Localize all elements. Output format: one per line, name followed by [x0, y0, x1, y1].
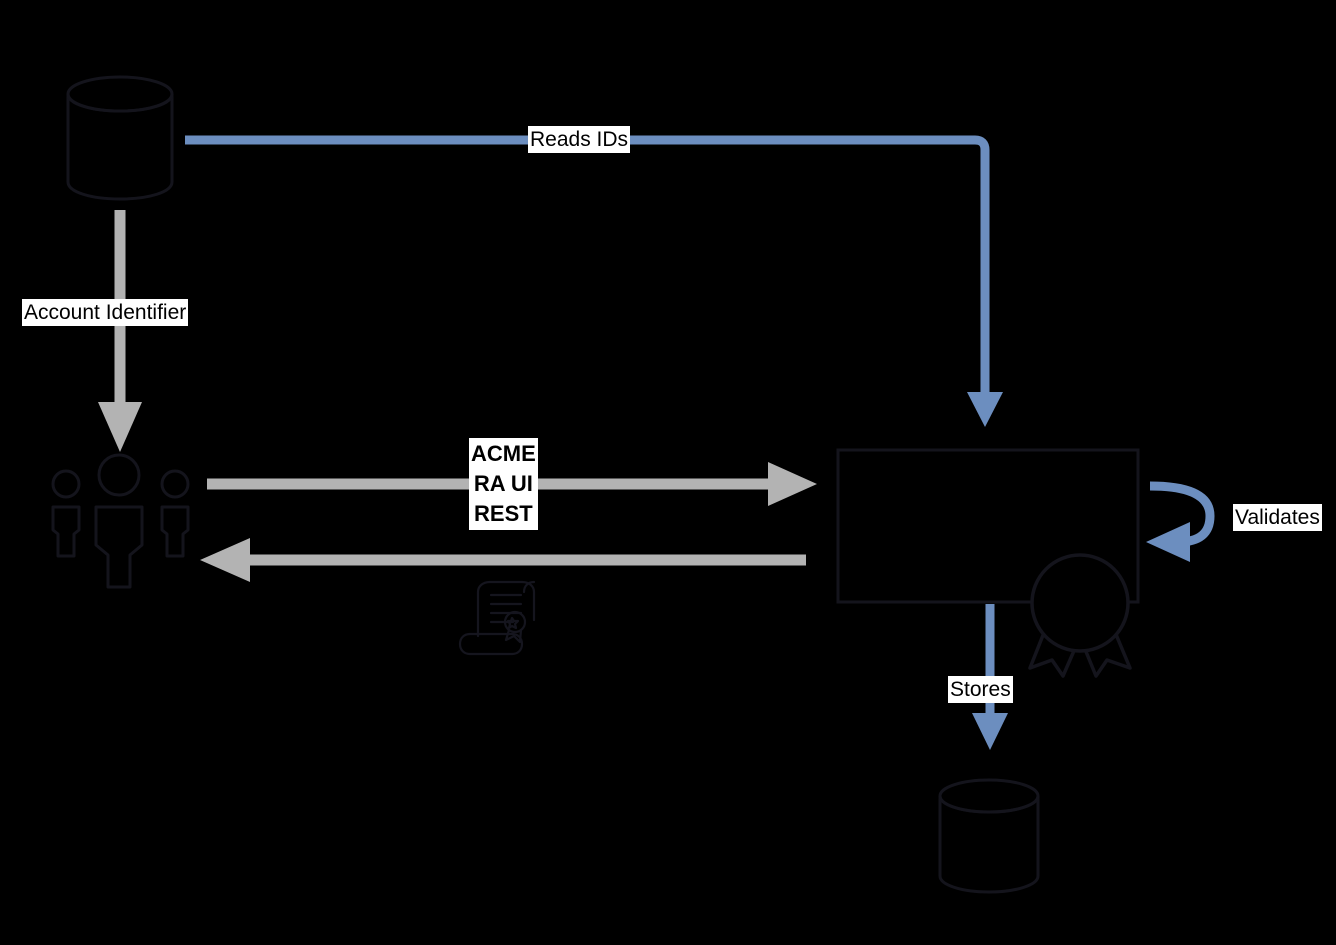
edge-label-reads-ids: Reads IDs — [528, 126, 631, 153]
edge-label-validates: Validates — [1233, 504, 1322, 531]
edge-label-acme-ra-ui-rest: ACME RA UI REST — [469, 438, 538, 530]
edge-response-line[interactable] — [200, 538, 806, 582]
edge-account-identifier-line[interactable] — [98, 210, 142, 452]
users-group-icon[interactable] — [51, 453, 190, 589]
database-cylinder-icon[interactable] — [938, 778, 1040, 894]
certificate-seal-badge-icon[interactable] — [1028, 553, 1132, 678]
edge-label-account-identifier: Account Identifier — [22, 299, 189, 326]
edge-label-stores: Stores — [948, 676, 1013, 703]
database-cylinder-icon[interactable] — [66, 75, 174, 201]
certificate-scroll-icon[interactable] — [458, 580, 536, 656]
edge-validates-line[interactable] — [1146, 481, 1215, 562]
edge-reads-ids-line[interactable] — [185, 135, 1003, 427]
